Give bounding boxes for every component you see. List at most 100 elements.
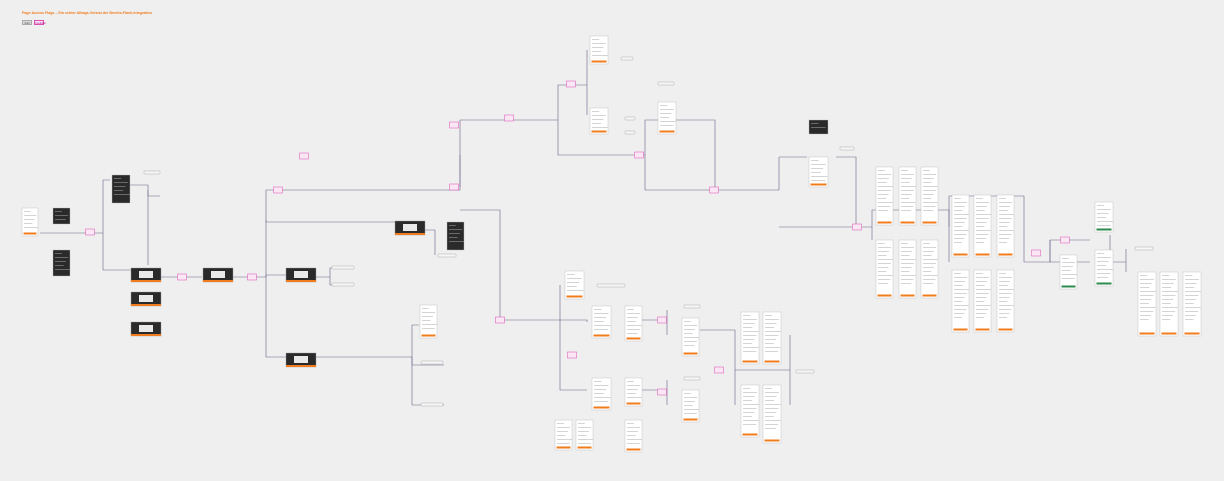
screen-light	[589, 107, 609, 135]
screen-light	[657, 101, 677, 135]
connector-line	[265, 220, 395, 223]
connector-line	[460, 209, 501, 320]
screen-light	[589, 35, 609, 65]
screen-light	[681, 389, 700, 423]
connector-line	[644, 119, 780, 191]
screen-light	[951, 194, 970, 258]
decision-node	[449, 183, 459, 191]
board-title: Page Access Flags – Ein echter Alltags-V…	[22, 11, 152, 15]
legend-condition: Condition	[34, 20, 46, 25]
connector-line	[316, 267, 354, 278]
screen-dark	[808, 119, 829, 135]
screen-light	[564, 270, 585, 300]
connector-line	[862, 209, 950, 262]
decision-node	[566, 80, 576, 88]
screen-light	[875, 239, 894, 299]
connector-line	[644, 155, 715, 191]
banner-screen	[202, 267, 234, 283]
screen-light	[1137, 271, 1157, 337]
connector-line	[1109, 235, 1127, 263]
note-box	[143, 170, 161, 175]
screen-light	[898, 239, 917, 299]
screen-light	[591, 377, 612, 411]
connector-line	[147, 190, 160, 197]
screen-light	[624, 305, 643, 342]
decision-node	[852, 223, 862, 231]
note-box	[1134, 246, 1154, 251]
screen-light	[973, 269, 992, 333]
banner-screen	[285, 352, 317, 368]
note-box	[624, 130, 636, 135]
screen-light	[808, 156, 829, 188]
screen-light	[740, 311, 760, 365]
screen-light	[591, 305, 612, 339]
screen-dark	[111, 174, 131, 204]
decision-node	[1060, 236, 1070, 244]
decision-node	[273, 186, 283, 194]
decision-node	[657, 316, 667, 324]
screen-light	[996, 194, 1015, 258]
screen-light	[875, 166, 894, 226]
screen-light	[624, 419, 643, 453]
screen-light	[740, 384, 760, 438]
connector-line	[557, 120, 645, 156]
screen-light	[1094, 249, 1114, 287]
banner-screen	[285, 267, 317, 283]
note-box	[420, 402, 444, 407]
note-box	[331, 265, 355, 270]
decision-node	[567, 351, 577, 359]
screen-light	[681, 317, 700, 357]
connector-line	[557, 84, 587, 120]
screen-light	[1182, 271, 1202, 337]
screen-light	[996, 269, 1015, 333]
screen-light	[21, 207, 39, 237]
connector-line	[560, 319, 588, 322]
decision-node	[299, 152, 309, 160]
screen-light	[920, 239, 939, 299]
note-box	[620, 56, 634, 61]
decision-node	[657, 388, 667, 396]
decision-node	[504, 114, 514, 122]
decision-node	[177, 273, 187, 281]
screen-light	[419, 304, 438, 339]
connector-line	[425, 229, 436, 255]
screen-light	[920, 166, 939, 226]
screen-light	[762, 384, 782, 444]
decision-node	[495, 316, 505, 324]
note-box	[839, 146, 855, 151]
note-box	[331, 282, 355, 287]
screen-light	[1094, 201, 1114, 233]
connector-line	[265, 277, 286, 358]
connector-line	[316, 324, 419, 358]
screen-light	[575, 419, 594, 451]
legend-start: Start	[22, 20, 32, 25]
screen-light	[898, 166, 917, 226]
note-box	[420, 360, 444, 365]
screen-dark	[52, 207, 71, 225]
connector-line	[40, 179, 110, 234]
note-box	[624, 116, 636, 121]
note-box	[437, 253, 457, 258]
screen-dark	[52, 249, 71, 277]
decision-node	[85, 228, 95, 236]
connector-line	[500, 285, 561, 321]
screen-light	[624, 377, 643, 407]
connector-line	[265, 274, 286, 277]
note-box	[657, 81, 675, 86]
screen-light	[1159, 271, 1179, 337]
decision-node	[709, 186, 719, 194]
connector-line	[779, 156, 857, 228]
banner-screen	[130, 321, 162, 337]
decision-node	[1031, 249, 1041, 257]
note-box	[683, 376, 701, 381]
screen-light	[554, 419, 573, 451]
connector-line	[640, 380, 668, 391]
connector-line	[102, 233, 131, 271]
note-box	[683, 304, 701, 309]
decision-node	[714, 366, 724, 374]
connector-line	[130, 184, 149, 265]
connector-line	[700, 329, 736, 405]
connector-line	[411, 357, 444, 406]
banner-screen	[130, 267, 162, 283]
